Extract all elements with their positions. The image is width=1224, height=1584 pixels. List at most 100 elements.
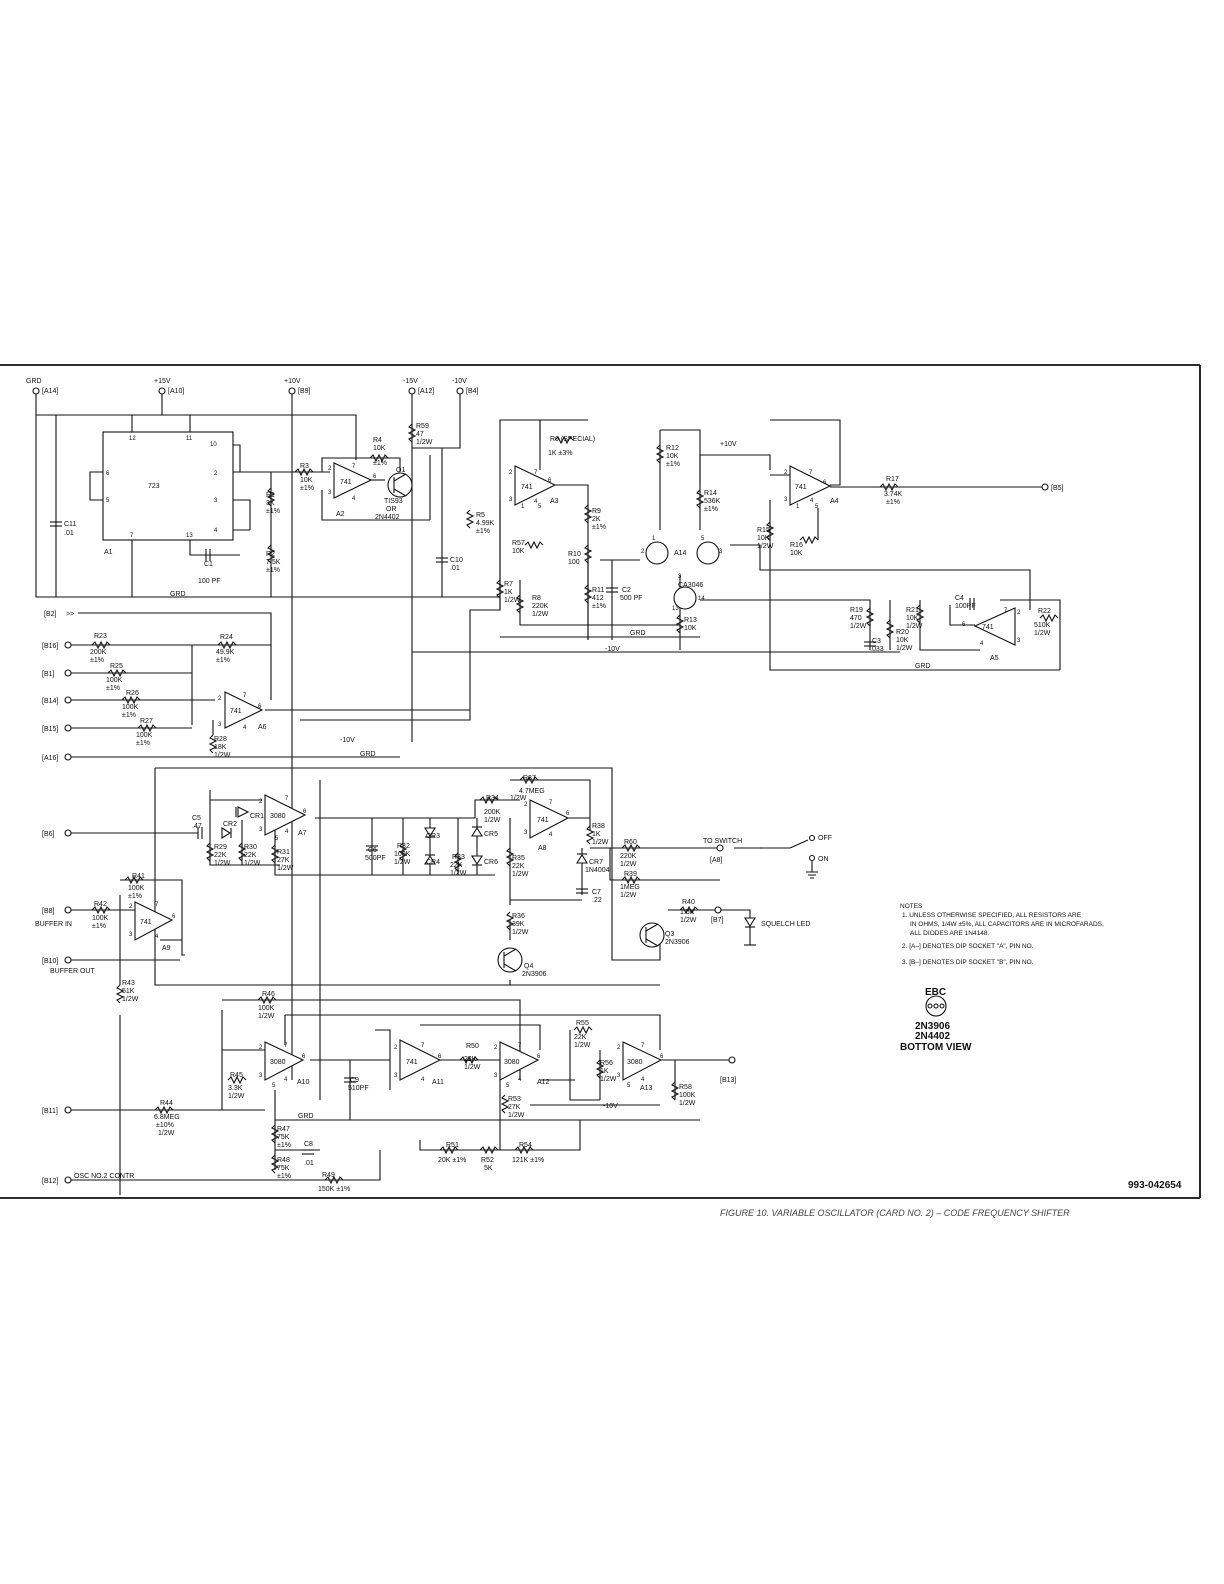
resistor-r10: R10 100 [568,544,593,566]
svg-text:10: 10 [210,442,217,448]
svg-text:4: 4 [518,1077,522,1083]
svg-text:3.74K: 3.74K [884,491,903,498]
svg-text:741: 741 [537,817,549,824]
svg-text:±1%: ±1% [666,461,680,468]
svg-text:SQUELCH LED: SQUELCH LED [761,921,810,928]
svg-text:OFF: OFF [818,835,832,842]
svg-text:2: 2 [328,466,332,472]
svg-text:7: 7 [1004,608,1008,614]
svg-text:CR5: CR5 [484,831,498,838]
svg-text:741: 741 [521,484,533,491]
svg-text:3: 3 [218,722,222,728]
port-b14: [B14] [42,696,72,705]
svg-text:4: 4 [641,1077,645,1083]
svg-text:6: 6 [962,622,966,628]
svg-text:2: 2 [259,799,263,805]
capacitor-c3: C3 .033 [864,638,884,653]
svg-text:10K: 10K [790,550,803,557]
capacitor-c5: C5 .47 [192,815,203,839]
svg-text:R37: R37 [523,775,536,782]
svg-text:R24: R24 [220,634,233,641]
svg-text:7: 7 [534,470,538,476]
svg-text:5: 5 [275,836,279,842]
svg-text:3. [B–] DENOTES DIP SOCKET "B": 3. [B–] DENOTES DIP SOCKET "B", PIN NO. [902,959,1034,966]
svg-text:1/2W: 1/2W [512,871,529,878]
svg-text:R43: R43 [122,980,135,987]
svg-text:2: 2 [494,1045,498,1051]
resistor-r3: R3 10K ±1% [294,463,314,492]
svg-text:±1%: ±1% [592,603,606,610]
svg-text:100K: 100K [122,704,139,711]
svg-text:7: 7 [518,1043,522,1049]
switch-output: TO SWITCH [A8] OFF ON [703,834,832,879]
svg-text:3: 3 [394,1073,398,1079]
svg-text:±1%: ±1% [266,508,280,515]
svg-text:4: 4 [534,499,538,505]
resistor-r42: R42 100K ±1% [91,901,111,930]
resistor-r60: R60 220K 1/2W [620,839,641,868]
svg-text:5: 5 [538,504,542,510]
svg-text:C6: C6 [368,847,377,854]
svg-text:741: 741 [982,624,994,631]
svg-text:R19: R19 [850,607,863,614]
svg-text:CR1: CR1 [250,813,264,820]
svg-text:22K: 22K [574,1034,587,1041]
svg-text:100K: 100K [106,677,123,684]
port-b13: [B13] [720,1056,736,1084]
svg-text:C8: C8 [304,1141,313,1148]
resistor-r47: R47 75K ±1% [270,1124,291,1149]
drawing-number: 993-042654 [1128,1180,1182,1191]
svg-text:R32: R32 [397,843,410,850]
svg-text:220K: 220K [532,603,549,610]
svg-text:R13: R13 [684,617,697,624]
svg-text:22K: 22K [450,862,463,869]
svg-text:150K ±1%: 150K ±1% [318,1186,350,1193]
svg-text:1/2W: 1/2W [277,865,294,872]
svg-text:A13: A13 [640,1085,653,1092]
svg-text:.22: .22 [592,897,602,904]
svg-text:C9: C9 [350,1077,359,1084]
svg-text:2: 2 [641,549,645,555]
svg-text:+15V: +15V [154,378,171,385]
svg-text:2N4402: 2N4402 [915,1031,950,1042]
svg-text:6: 6 [566,811,570,817]
diode-cr1: CR1 [235,806,264,820]
diode-cr3: CR3 [424,827,440,840]
svg-text:1/2W: 1/2W [228,1093,245,1100]
notes-block: NOTES 1. UNLESS OTHERWISE SPECIFIED, ALL… [900,903,1104,966]
resistor-r21: R21 10K 1/2W [906,604,925,630]
svg-text:6: 6 [258,704,262,710]
svg-text:R54: R54 [519,1142,532,1149]
svg-text:GRD: GRD [26,378,42,385]
svg-text:R29: R29 [214,844,227,851]
pinout-diagram: EBC 2N3906 2N4402 BOTTOM VIEW [900,987,972,1053]
svg-text:R42: R42 [94,901,107,908]
svg-text:741: 741 [140,919,152,926]
svg-text:3: 3 [617,1073,621,1079]
svg-text:R57: R57 [512,540,525,547]
resistor-r13: R13 10K [675,614,697,634]
svg-text:4: 4 [352,496,356,502]
port-10v-b9: +10V [B9] [284,378,311,395]
svg-text:7: 7 [809,470,813,476]
svg-text:R50: R50 [466,1043,479,1050]
svg-text:7: 7 [130,533,134,539]
svg-text:2: 2 [1017,610,1021,616]
resistor-r41: R41 100K ±1% [124,873,145,900]
svg-text:1/2W: 1/2W [258,1013,275,1020]
svg-text:C11: C11 [64,521,76,528]
svg-text:[B10]: [B10] [42,958,58,965]
svg-text:R47: R47 [277,1126,290,1133]
svg-text:741: 741 [230,708,242,715]
svg-text:1/2W: 1/2W [484,817,501,824]
svg-text:R9: R9 [592,508,601,515]
svg-text:1/2W: 1/2W [850,623,867,630]
ota-a7: 3080 A7 2 3 7 6 4 5 [259,794,307,842]
svg-text:C7: C7 [592,889,601,896]
svg-text:CR2: CR2 [223,821,237,828]
svg-text:27K: 27K [508,1104,521,1111]
svg-text:6.8MEG: 6.8MEG [154,1114,180,1121]
resistor-r23: R23 200K ±1% [90,633,111,664]
diode-cr6: CR6 [471,855,498,866]
